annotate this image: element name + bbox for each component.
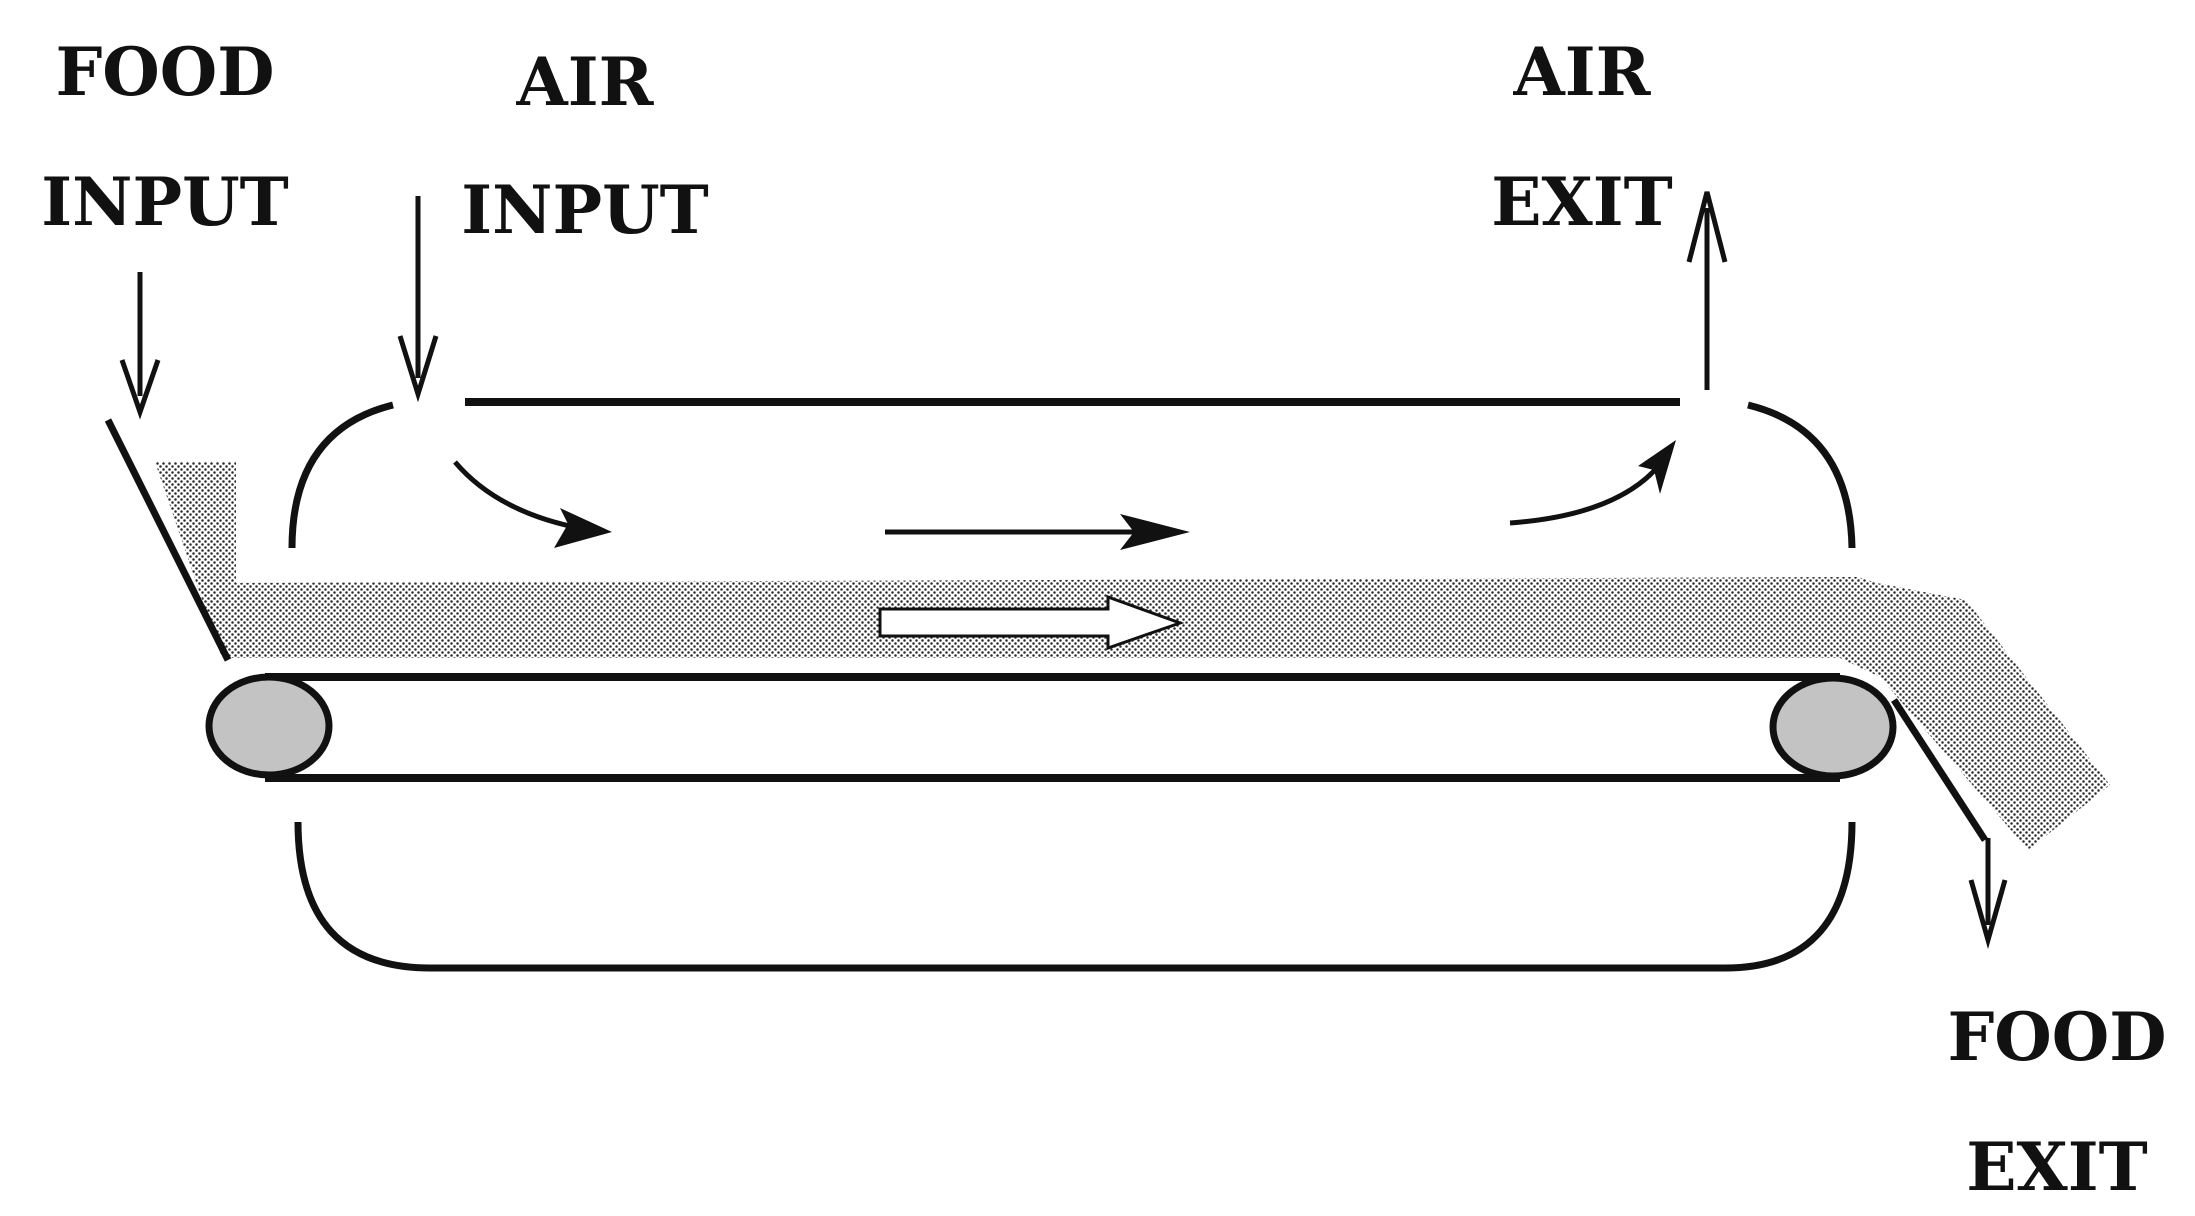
left-roller [205,673,333,779]
food-exit-arrow [1968,838,2008,950]
food-input-label-line2: INPUT [41,163,289,241]
right-roller [1769,674,1897,780]
food-layer [155,462,2110,850]
food-input-chute [104,418,232,662]
food-input-label-line1: FOOD [55,33,274,111]
food-exit-label-line2: EXIT [1966,1128,2148,1206]
air-input-arrow [397,196,439,403]
airflow-curve-out-arrow [1509,440,1676,526]
air-exit-arrow [1686,191,1728,390]
air-input-label-line1: AIR [516,43,655,121]
food-flow-arrow [878,594,1185,651]
casing-top-left-corner [288,401,394,549]
casing-bottom [294,821,1856,972]
air-exit-label-line2: EXIT [1491,163,1673,241]
casing-top-right-corner [1747,401,1856,549]
food-exit-chute [1891,698,1988,842]
food-exit-label-line1: FOOD [1947,998,2166,1076]
air-input-label-line2: INPUT [461,171,709,249]
food-input-arrow [119,272,161,420]
air-exit-label-line1: AIR [1513,33,1652,111]
airflow-straight-arrow [885,514,1190,550]
airflow-curve-in-arrow [453,460,612,548]
